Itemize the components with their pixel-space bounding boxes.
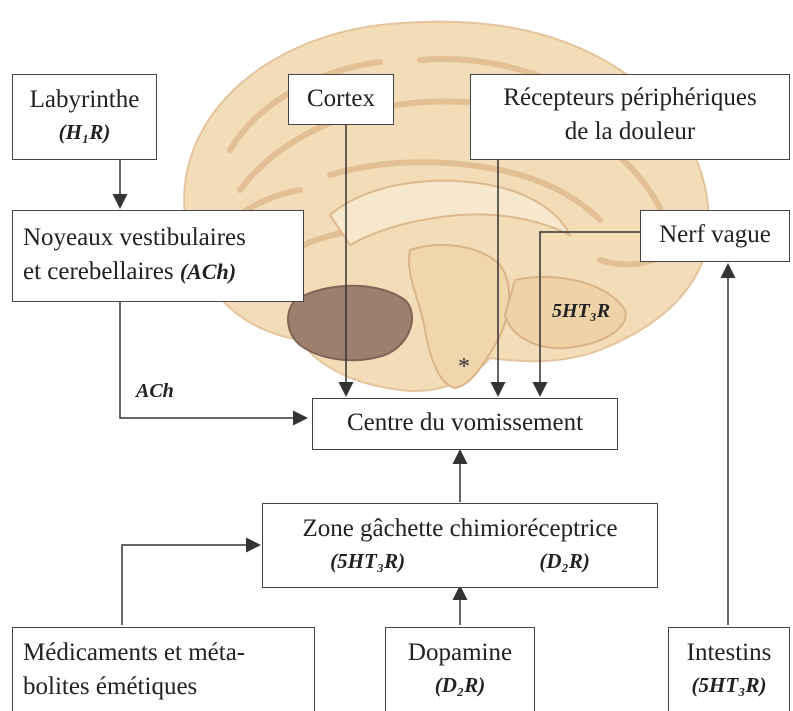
node-centre-vomissement: Centre du vomissement (312, 398, 618, 450)
node-dopamine: Dopamine (D₂R) (385, 627, 535, 711)
dopamine-receptor: (D₂R) (386, 670, 534, 700)
node-cortex: Cortex (288, 74, 394, 125)
label-ach: ACh (136, 380, 174, 403)
arrow-medicaments-zone (122, 545, 258, 625)
centre-title: Centre du vomissement (347, 409, 583, 436)
zone-title: Zone gâchette chimioréceptrice (263, 512, 657, 546)
node-intestins: Intestins (5HT₃R) (668, 627, 790, 711)
asterisk-marker: * (458, 354, 470, 381)
nerf-vague-title: Nerf vague (659, 221, 771, 248)
node-nerf-vague: Nerf vague (640, 210, 790, 262)
label-5ht3r: 5HT₃R (552, 300, 610, 323)
recepteurs-line2: de la douleur (471, 115, 789, 149)
recepteurs-line1: Récepteurs périphériques (471, 81, 789, 115)
intestins-receptor: (5HT₃R) (669, 670, 789, 700)
node-recepteurs: Récepteurs périphériques de la douleur (470, 74, 790, 160)
node-labyrinthe: Labyrinthe (H₁R) (12, 74, 157, 160)
cortex-title: Cortex (307, 85, 375, 112)
node-noyeaux: Noyeaux vestibulaires et cerebellaires (… (12, 210, 304, 302)
labyrinthe-title: Labyrinthe (30, 86, 140, 113)
zone-receptor-5ht3: (5HT₃R) (330, 546, 405, 576)
dopamine-title: Dopamine (386, 636, 534, 670)
medicaments-line2: bolites émétiques (23, 670, 314, 704)
noyeaux-receptor: (ACh) (180, 259, 236, 284)
medicaments-line1: Médicaments et méta- (23, 636, 314, 670)
labyrinthe-receptor: (H₁R) (13, 117, 156, 147)
node-medicaments: Médicaments et méta- bolites émétiques (12, 627, 315, 711)
noyeaux-line2: et cerebellaires (23, 258, 174, 285)
node-zone-gachette: Zone gâchette chimioréceptrice (5HT₃R) (… (262, 503, 658, 588)
intestins-title: Intestins (669, 636, 789, 670)
noyeaux-line1: Noyeaux vestibulaires (23, 221, 303, 255)
zone-receptor-d2: (D₂R) (539, 546, 589, 576)
